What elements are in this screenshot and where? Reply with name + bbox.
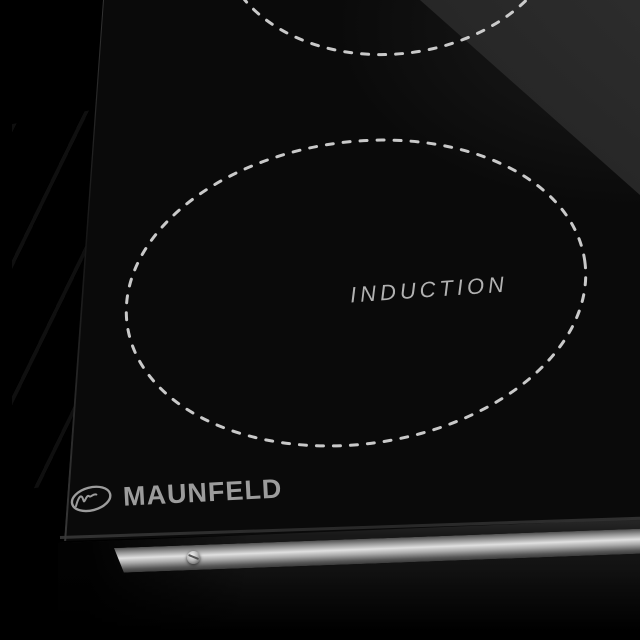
screw-icon [187,551,200,564]
maunfeld-emblem-icon [70,485,112,513]
maunfeld-logo: MAUNFELD [67,473,283,515]
